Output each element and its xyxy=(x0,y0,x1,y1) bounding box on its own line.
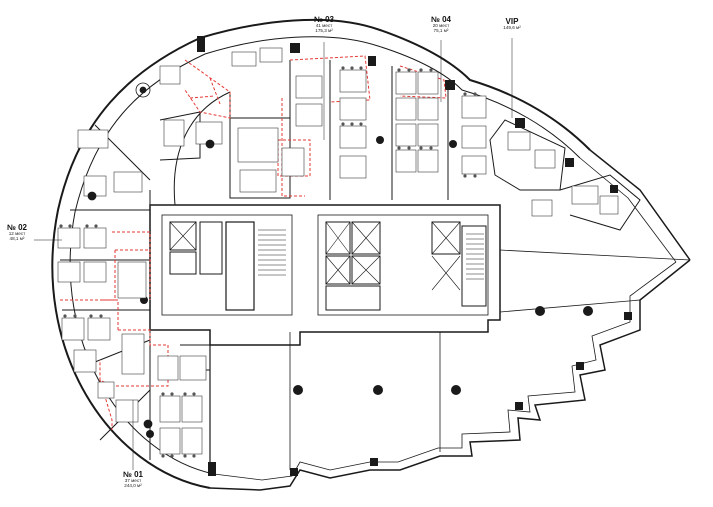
zone-01-seats: 37 мест xyxy=(124,478,142,484)
zone-boundaries xyxy=(60,55,447,430)
zone-03-area: 175,3 м² xyxy=(315,28,333,34)
zone-vip-callout: VIP 149,6 м² xyxy=(494,17,530,31)
zone-02-callout: № 02 12 мест 48,1 м² xyxy=(0,223,34,242)
meeting-room-tables xyxy=(237,127,305,193)
open-space-structure xyxy=(209,249,691,470)
chairs xyxy=(59,66,477,458)
zone-04-seats: 20 мест xyxy=(432,23,450,29)
structural-columns xyxy=(140,136,593,438)
building-core xyxy=(149,204,501,346)
stairs xyxy=(258,229,484,280)
zone-02-seats: 12 мест xyxy=(8,231,26,237)
zone-03-name: № 03 xyxy=(313,15,335,24)
zone-03-seats: 41 мест xyxy=(315,23,333,29)
zone-01-name: № 01 xyxy=(122,470,144,479)
building-envelope xyxy=(51,18,691,491)
lounge-furniture xyxy=(159,47,283,147)
zone-04-name: № 04 xyxy=(430,15,452,24)
zone-vip-area: 149,6 м² xyxy=(503,25,521,31)
zone-03-callout: № 03 41 мест 175,3 м² xyxy=(306,15,342,34)
vip-furniture xyxy=(507,131,619,217)
round-features xyxy=(87,82,215,429)
callout-leaders xyxy=(34,38,513,470)
workstation-clusters xyxy=(57,47,619,455)
zone-01-callout: № 01 37 мест 244,0 м² xyxy=(115,470,151,489)
zone-04-area: 75,1 м² xyxy=(433,28,449,34)
zone-01-area: 244,0 м² xyxy=(124,483,142,489)
desk-grid-top xyxy=(295,69,487,179)
zone-vip-name: VIP xyxy=(505,17,519,26)
zone-02-area: 48,1 м² xyxy=(9,236,25,242)
zone-04-callout: № 04 20 мест 75,1 м² xyxy=(423,15,459,34)
zone-02-name: № 02 xyxy=(6,223,28,232)
perimeter-columns xyxy=(197,36,632,476)
desk-grid-left xyxy=(57,129,147,375)
desk-grid-bottom xyxy=(97,355,207,455)
